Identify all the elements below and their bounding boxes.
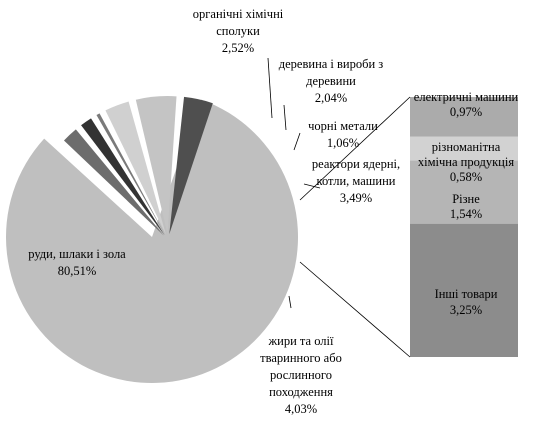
pie-slice-0 [5,99,298,384]
pie-slice-5 [135,96,177,235]
pie-slice-1 [63,129,164,236]
breakdown-segment-2 [410,160,518,224]
leader-lines [267,57,411,358]
breakdown-segment-1 [410,136,518,161]
leader-line-metals [293,132,301,151]
pie-slices [5,96,298,384]
connector-line-bottom [299,261,411,358]
pie-slice-3 [96,113,166,235]
breakdown-bar [410,97,518,357]
leader-line-organic [267,57,273,119]
pie-slice-6 [169,96,213,235]
leader-line-wood [283,104,287,131]
breakdown-segment-0 [410,97,518,137]
pie-slice-2 [81,118,165,236]
pie-slice-4 [105,101,166,235]
breakdown-segment-3 [410,223,518,357]
leader-line-fats [288,295,292,309]
leader-line-reactors [303,183,321,189]
connector-line-top [299,96,411,201]
